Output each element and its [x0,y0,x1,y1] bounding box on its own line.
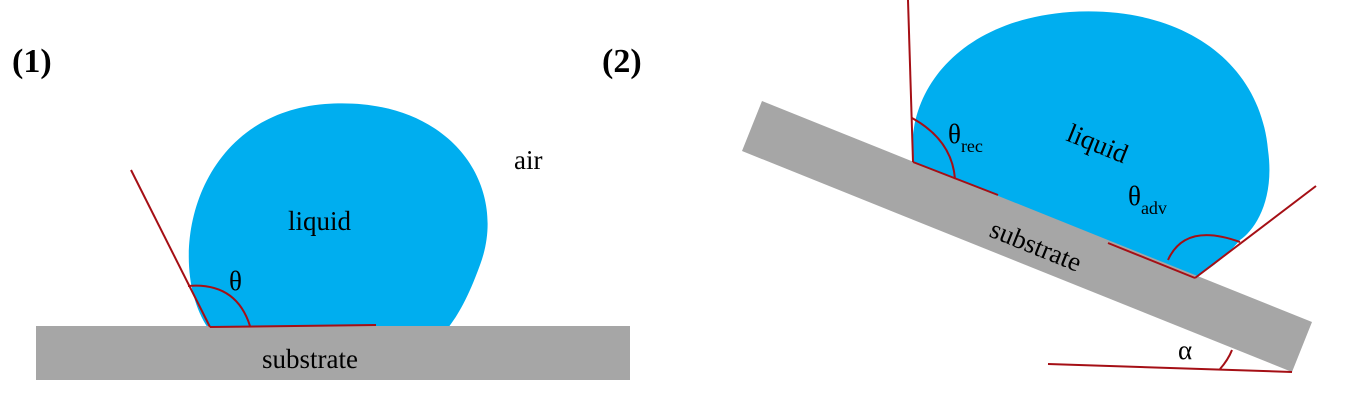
panel-2-theta-rec-label: θrec [948,119,983,156]
panel-2-label: (2) [602,43,642,80]
panel-2-advancing-arc [1167,234,1241,261]
panel-2-theta-adv-subscript: adv [1141,198,1167,218]
panel-1-liquid-label: liquid [288,206,352,236]
panel-2-advancing-tangent [1194,185,1317,279]
panel-2-theta-rec-subscript: rec [961,136,983,156]
panel-1-air-label: air [514,145,542,175]
panel-1-label: (1) [12,43,52,80]
panel-2-receding-arc [911,117,956,180]
panel-2-tilt-arc [1219,349,1233,370]
panel-1-baseline [209,324,377,328]
panel-2: (2) θrec θadv liquid substrate α [602,0,1317,373]
panel-1-theta-label: θ [229,266,242,296]
panel-2-theta-adv-label: θadv [1128,181,1167,218]
panel-2-advancing-baseline [1107,242,1196,279]
panel-1-droplet [188,103,488,328]
panel-2-substrate [742,101,1312,372]
panel-2-horizontal-reference [1047,363,1293,373]
panel-2-receding-tangent [907,0,914,163]
panel-2-alpha-label: α [1178,335,1192,365]
panel-1-tangent-line [130,169,211,328]
panel-1-angle-arc [187,284,251,327]
panel-1-substrate [36,326,630,380]
panel-1-substrate-label: substrate [262,344,358,374]
panel-2-droplet [912,11,1270,278]
panel-1: (1) θ liquid air substrate [12,43,630,380]
